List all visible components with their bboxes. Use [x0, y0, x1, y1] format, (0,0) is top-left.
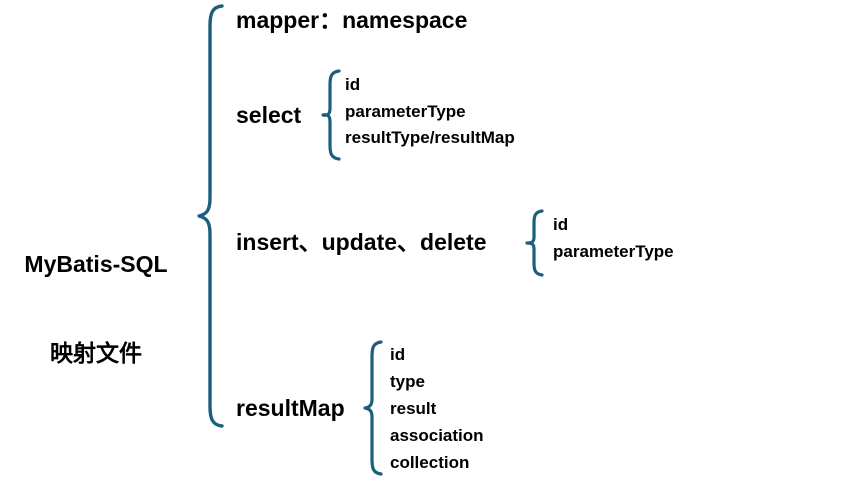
leaf-item: id: [345, 75, 361, 94]
leaf-group-insert-update-delete: id parameterType: [553, 212, 674, 265]
leaf-item: collection: [390, 453, 470, 472]
branch-label-insert-update-delete: insert、update、delete: [236, 229, 487, 255]
leaf-item: id: [553, 215, 569, 234]
branch-label-mapper: mapper：namespace: [236, 7, 468, 33]
leaf-item: association: [390, 426, 484, 445]
insert-update-delete-brace-icon: [525, 209, 544, 277]
root-node-line-2: 映射文件: [50, 340, 142, 367]
branch-label-resultmap: resultMap: [236, 395, 345, 421]
root-node-line-1: MyBatis-SQL: [24, 250, 168, 277]
root-brace-icon: [197, 4, 224, 428]
leaf-group-resultmap: id type result association collection: [390, 341, 484, 476]
leaf-item: parameterType: [345, 101, 466, 121]
branch-label-select: select: [236, 102, 302, 128]
leaf-item: id: [390, 345, 406, 364]
leaf-item: type: [390, 372, 425, 391]
leaf-item: resultType/resultMap: [345, 128, 515, 147]
resultmap-brace-icon: [363, 340, 383, 476]
leaf-item: result: [390, 399, 437, 418]
leaf-group-select: id parameterType resultType/resultMap: [345, 72, 515, 152]
leaf-item: parameterType: [553, 241, 674, 261]
root-node: MyBatis-SQL 映射文件: [0, 190, 192, 429]
select-brace-icon: [321, 69, 341, 161]
